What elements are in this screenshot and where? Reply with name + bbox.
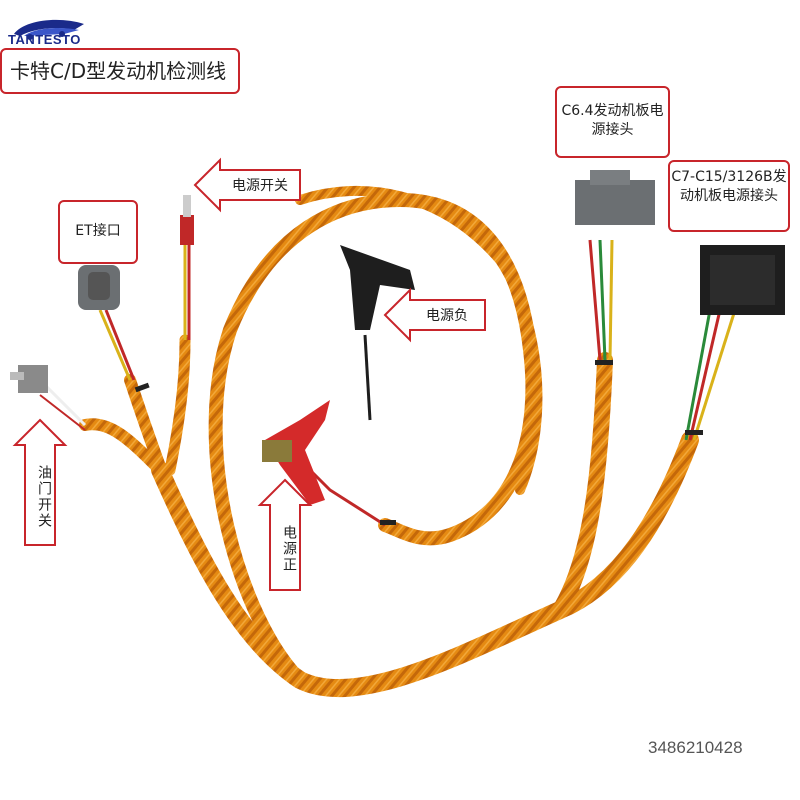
label-et-port: ET接口 <box>58 200 138 264</box>
harness-branch-et <box>124 374 171 486</box>
arrow-power-negative <box>383 287 486 343</box>
et-connector <box>78 265 120 310</box>
throttle-switch <box>10 365 48 393</box>
red-clamp <box>262 400 330 505</box>
arrow-throttle <box>12 418 68 546</box>
label-throttle-switch: 油门开关 <box>36 465 52 529</box>
harness-branch-left <box>79 418 166 476</box>
harness-trunk <box>151 431 699 698</box>
c64-connector <box>575 170 655 225</box>
label-power-negative: 电源负 <box>426 308 468 324</box>
harness-branch-switch <box>164 334 191 476</box>
serial-number: 3486210428 <box>648 738 743 757</box>
label-c7-connector: C7-C15/3126B发动机板电源接头 <box>668 160 790 232</box>
power-switch <box>180 195 194 245</box>
label-power-switch: 电源开关 <box>232 178 288 194</box>
harness-loop-inner <box>295 185 543 495</box>
harness-branch-c64 <box>552 352 613 618</box>
label-power-positive: 电源正 <box>281 525 297 573</box>
label-c64-connector: C6.4发动机板电源接头 <box>555 86 670 158</box>
c7-connector <box>700 245 785 315</box>
arrow-power-positive <box>257 478 313 591</box>
black-clamp <box>340 245 415 330</box>
arrow-power-switch <box>193 157 301 213</box>
page-title: 卡特C/D型发动机检测线 <box>0 48 240 94</box>
logo-text: TANTESTO <box>8 32 81 47</box>
tantesto-logo <box>14 19 84 40</box>
